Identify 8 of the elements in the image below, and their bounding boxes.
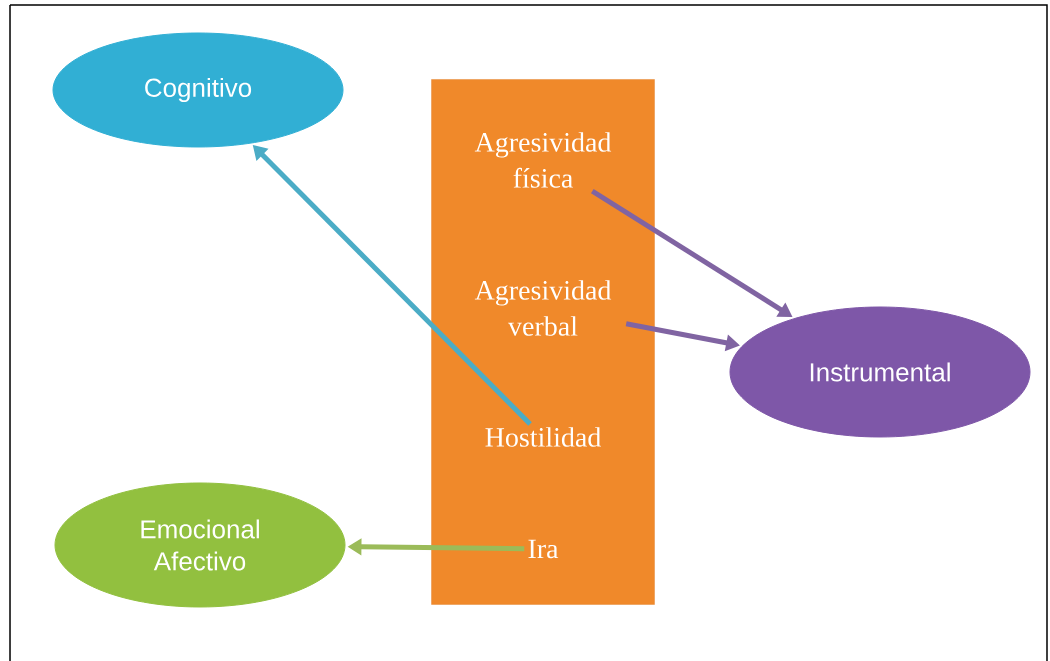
ellipse-node: Cognitivo [52,32,344,148]
node-label: Agresividad verbal [474,280,612,336]
node-label: Hostilidad [485,427,601,447]
node-label: Ira [528,539,559,559]
ellipse-node: Emocional Afectivo [54,482,346,608]
ellipse-node: Instrumental [729,306,1031,438]
node-label: Agresividad física [474,132,612,188]
bar-box [431,79,655,605]
